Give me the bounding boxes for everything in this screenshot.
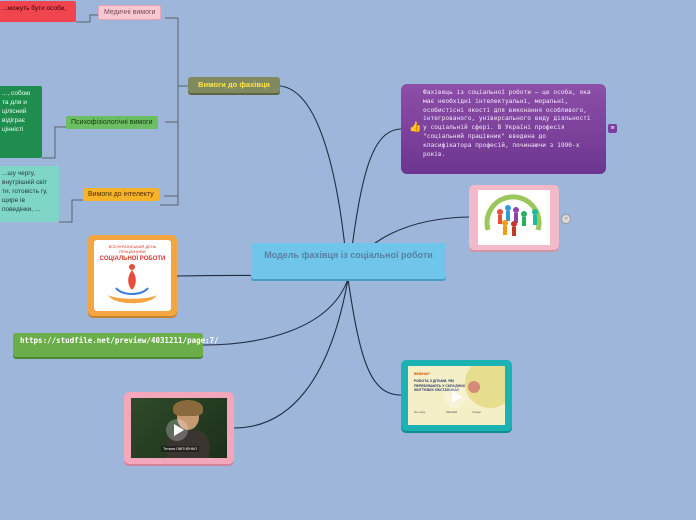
definition-topic[interactable]: 👍 Фахівець із соціальної роботи — це осо… [401, 84, 606, 174]
webinar-thumbnail: ВЕБІНАР РОБОТА З ДІТЬМИ, ЯКІ ПЕРЕБУВАЮТЬ… [408, 366, 505, 425]
logo-main-text: СОЦІАЛЬНОЇ РОБОТИ [99, 256, 166, 262]
note-intellect[interactable]: ...шу чергу, внутрішній світ ти, готовіс… [0, 166, 59, 222]
link-central-url [202, 278, 349, 346]
webinar-footer-mid: ЛЕКЦІЯ [446, 410, 457, 414]
speaker-avatar [468, 381, 480, 393]
person-hair [173, 400, 203, 416]
topic-requirements[interactable]: Вимоги до фахівця [188, 77, 280, 93]
subtopic-intellect[interactable]: Вимоги до інтелекту [83, 188, 159, 201]
link-central-video1 [347, 278, 402, 396]
hands-heart-icon [108, 264, 157, 304]
subtopic-psycho-label: Психофізіологічні вимоги [71, 119, 153, 126]
note-icon[interactable]: ≡ [608, 124, 617, 133]
image-social-work-day-logo[interactable]: ВСЕУКРАЇНСЬКИЙ ДЕНЬ ПРАЦІВНИКІВ СОЦІАЛЬН… [88, 235, 177, 316]
link-medical-note [76, 14, 98, 23]
image-people-circle[interactable] [469, 185, 559, 250]
webinar-footer-right: Спікер [472, 410, 482, 414]
subtopic-intellect-label: Вимоги до інтелекту [88, 191, 154, 198]
url-link-topic[interactable]: https://studfile.net/preview/4031211/pag… [13, 333, 219, 357]
url-link-text[interactable]: https://studfile.net/preview/4031211/pag… [20, 336, 219, 345]
central-topic-label: Модель фахівця із соціальної роботи [264, 250, 433, 260]
logo-image: ВСЕУКРАЇНСЬКИЙ ДЕНЬ ПРАЦІВНИКІВ СОЦІАЛЬН… [94, 240, 171, 311]
link-central-requirements [279, 85, 349, 280]
definition-text: Фахівець із соціальної роботи — це особа… [423, 89, 591, 158]
interview-thumbnail: Тетяна ЛИПЧЕНКО [131, 398, 227, 458]
central-topic[interactable]: Модель фахівця із соціальної роботи [251, 243, 446, 279]
video-webinar[interactable]: ВЕБІНАР РОБОТА З ДІТЬМИ, ЯКІ ПЕРЕБУВАЮТЬ… [401, 360, 512, 431]
link-central-video2 [233, 278, 349, 429]
webinar-caption: РОБОТА З ДІТЬМИ, ЯКІ ПЕРЕБУВАЮТЬ У СКЛАД… [414, 379, 465, 392]
link-req-intellect [164, 122, 179, 197]
interview-caption: Тетяна ЛИПЧЕНКО [161, 446, 200, 452]
video-interview[interactable]: Тетяна ЛИПЧЕНКО [124, 392, 234, 464]
link-req-extra [160, 196, 179, 206]
play-button-icon[interactable] [166, 419, 188, 441]
note-medical-text: ...можуть бути особи, [2, 5, 67, 12]
webinar-footer-left: На тему [414, 410, 426, 414]
topic-requirements-label: Вимоги до фахівця [198, 80, 270, 89]
subtopic-psycho[interactable]: Психофізіологічні вимоги [66, 116, 158, 129]
play-button-icon[interactable] [444, 386, 466, 408]
subtopic-medical-label: Медичні вимоги [104, 9, 156, 16]
note-medical[interactable]: ...можуть бути особи, [0, 1, 76, 22]
subtopic-medical[interactable]: Медичні вимоги [98, 5, 162, 20]
link-req-medical [165, 17, 188, 87]
thumbs-up-icon: 👍 [409, 122, 422, 133]
note-psycho-text: ..., собою та для и цілісний відіграє ці… [2, 90, 31, 133]
link-psycho-note [42, 126, 66, 159]
people-circle-illustration [484, 194, 542, 236]
link-icon[interactable]: ○ [561, 214, 571, 224]
note-intellect-text: ...шу чергу, внутрішній світ ти, готовіс… [2, 170, 48, 213]
link-intellect-note [59, 199, 83, 223]
people-image [478, 190, 550, 245]
logo-arc-text: ВСЕУКРАЇНСЬКИЙ ДЕНЬ ПРАЦІВНИКІВ [108, 244, 157, 254]
note-psycho[interactable]: ..., собою та для и цілісний відіграє ці… [0, 86, 42, 158]
webinar-tag: ВЕБІНАР [414, 372, 430, 376]
link-req-psycho [165, 86, 179, 123]
